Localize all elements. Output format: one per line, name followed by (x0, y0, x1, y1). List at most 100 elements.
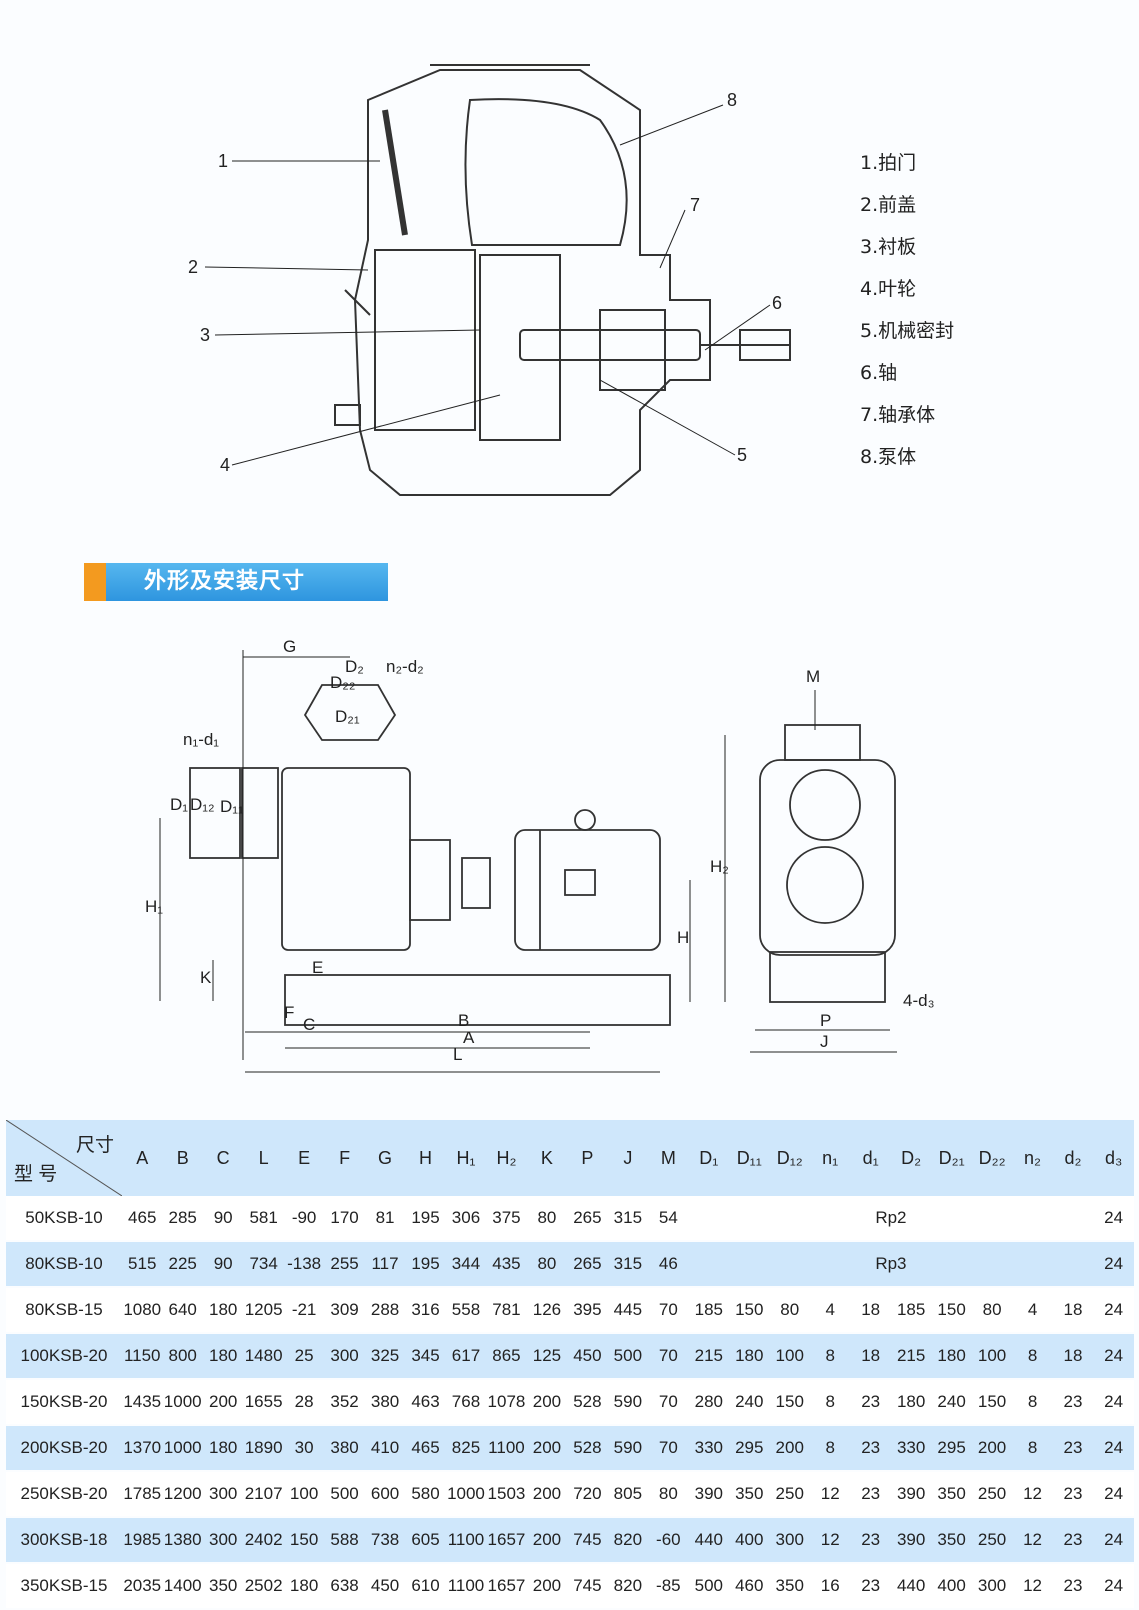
callout-7: 7 (690, 195, 700, 215)
table-cell: 2402 (243, 1517, 284, 1564)
table-cell: 18 (850, 1333, 891, 1380)
table-cell: 800 (162, 1333, 203, 1380)
table-cell: 225 (162, 1241, 203, 1288)
table-cell: 80 (648, 1471, 689, 1518)
table-cell: 23 (1052, 1563, 1094, 1610)
table-cell: 200 (526, 1379, 568, 1426)
table-cell: 23 (1052, 1379, 1094, 1426)
table-cell: 734 (243, 1241, 284, 1288)
table-cell: 640 (162, 1287, 203, 1334)
dim-P: P (820, 1011, 831, 1030)
table-cell: 195 (405, 1241, 446, 1288)
table-cell: 23 (850, 1563, 891, 1610)
table-cell: 150 (971, 1379, 1013, 1426)
table-cell: 215 (890, 1333, 932, 1380)
table-cell: 90 (202, 1196, 244, 1242)
callout-4: 4 (220, 455, 230, 475)
table-cell: 4 (1012, 1287, 1053, 1334)
dim-F: F (284, 1003, 294, 1022)
legend-item: 7.轴承体 (860, 404, 936, 426)
table-cell: 309 (324, 1287, 365, 1334)
table-cell: 768 (445, 1379, 487, 1426)
table-cell: 300KSB-18 (6, 1517, 122, 1564)
table-cell: 500 (324, 1471, 365, 1518)
table-cell: 12 (809, 1471, 851, 1518)
table-cell: 528 (567, 1425, 608, 1472)
table-cell: 316 (405, 1287, 446, 1334)
table-cell: 180 (729, 1333, 770, 1380)
dim-H1: H₁ (145, 897, 163, 916)
table-cell: 330 (688, 1425, 730, 1472)
table-cell: 12 (1012, 1471, 1053, 1518)
table-cell: 23 (850, 1471, 891, 1518)
table-cell: 558 (445, 1287, 487, 1334)
table-cell: 24 (1093, 1379, 1134, 1426)
table-cell: 390 (688, 1471, 730, 1518)
table-cell: 16 (809, 1563, 851, 1610)
table-cell: 80 (769, 1287, 810, 1334)
table-cell: 70 (648, 1333, 689, 1380)
table-cell: 200KSB-20 (6, 1425, 122, 1472)
column-header: J (607, 1120, 649, 1196)
table-cell: 465 (405, 1425, 446, 1472)
column-header: n₂ (1012, 1120, 1053, 1196)
table-cell: 2107 (243, 1471, 284, 1518)
table-cell: 8 (1012, 1425, 1053, 1472)
table-cell: 300 (324, 1333, 365, 1380)
dim-H2: H₂ (710, 857, 729, 876)
table-cell: 185 (688, 1287, 730, 1334)
dim-K: K (200, 968, 212, 987)
table-cell: 1657 (486, 1517, 527, 1564)
table-cell: 150 (729, 1287, 770, 1334)
column-header: H₂ (486, 1120, 527, 1196)
column-header: D₂ (890, 1120, 932, 1196)
table-cell: 24 (1093, 1471, 1134, 1518)
table-cell: 600 (364, 1471, 406, 1518)
table-cell: 465 (122, 1196, 163, 1242)
table-cell: 580 (405, 1471, 446, 1518)
dim-d3: 4-d₃ (903, 991, 935, 1010)
table-cell: 352 (324, 1379, 365, 1426)
table-cell: 8 (1012, 1333, 1053, 1380)
table-cell: 300 (769, 1517, 810, 1564)
table-cell: 18 (1052, 1287, 1094, 1334)
table-cell: 180 (890, 1379, 932, 1426)
banner-bar (106, 563, 388, 601)
table-cell: 1100 (445, 1517, 487, 1564)
table-cell: 4 (809, 1287, 851, 1334)
table-cell: 12 (1012, 1563, 1053, 1610)
dim-D12: D₁₂ (190, 795, 215, 814)
table-cell: 380 (324, 1425, 365, 1472)
table-cell: 24 (1093, 1333, 1134, 1380)
table-cell: 1785 (122, 1471, 163, 1518)
table-cell: 250 (971, 1517, 1013, 1564)
table-cell: 315 (607, 1241, 649, 1288)
table-cell: 610 (405, 1563, 446, 1610)
table-cell: 1080 (122, 1287, 163, 1334)
table-cell: Rp3 (688, 1241, 1094, 1288)
table-cell: 445 (607, 1287, 649, 1334)
table-cell: 24 (1093, 1287, 1134, 1334)
dim-D11: D₁₁ (220, 797, 244, 816)
table-cell: 440 (688, 1517, 730, 1564)
table-cell: 117 (364, 1241, 406, 1288)
table-cell: 8 (1012, 1379, 1053, 1426)
table-cell: 350 (729, 1471, 770, 1518)
callout-5: 5 (737, 445, 747, 465)
table-cell: 240 (729, 1379, 770, 1426)
table-cell: 8 (809, 1333, 851, 1380)
column-header: G (364, 1120, 406, 1196)
callout-1: 1 (218, 151, 228, 171)
table-cell: 345 (405, 1333, 446, 1380)
table-cell: 325 (364, 1333, 406, 1380)
table-cell: 1400 (162, 1563, 203, 1610)
dim-D21: D₂₁ (335, 707, 360, 726)
table-cell: 330 (890, 1425, 932, 1472)
section-title: 外形及安装尺寸 (144, 569, 306, 594)
table-cell: 300 (202, 1517, 244, 1564)
table-cell: 588 (324, 1517, 365, 1564)
dim-C: C (303, 1015, 315, 1034)
